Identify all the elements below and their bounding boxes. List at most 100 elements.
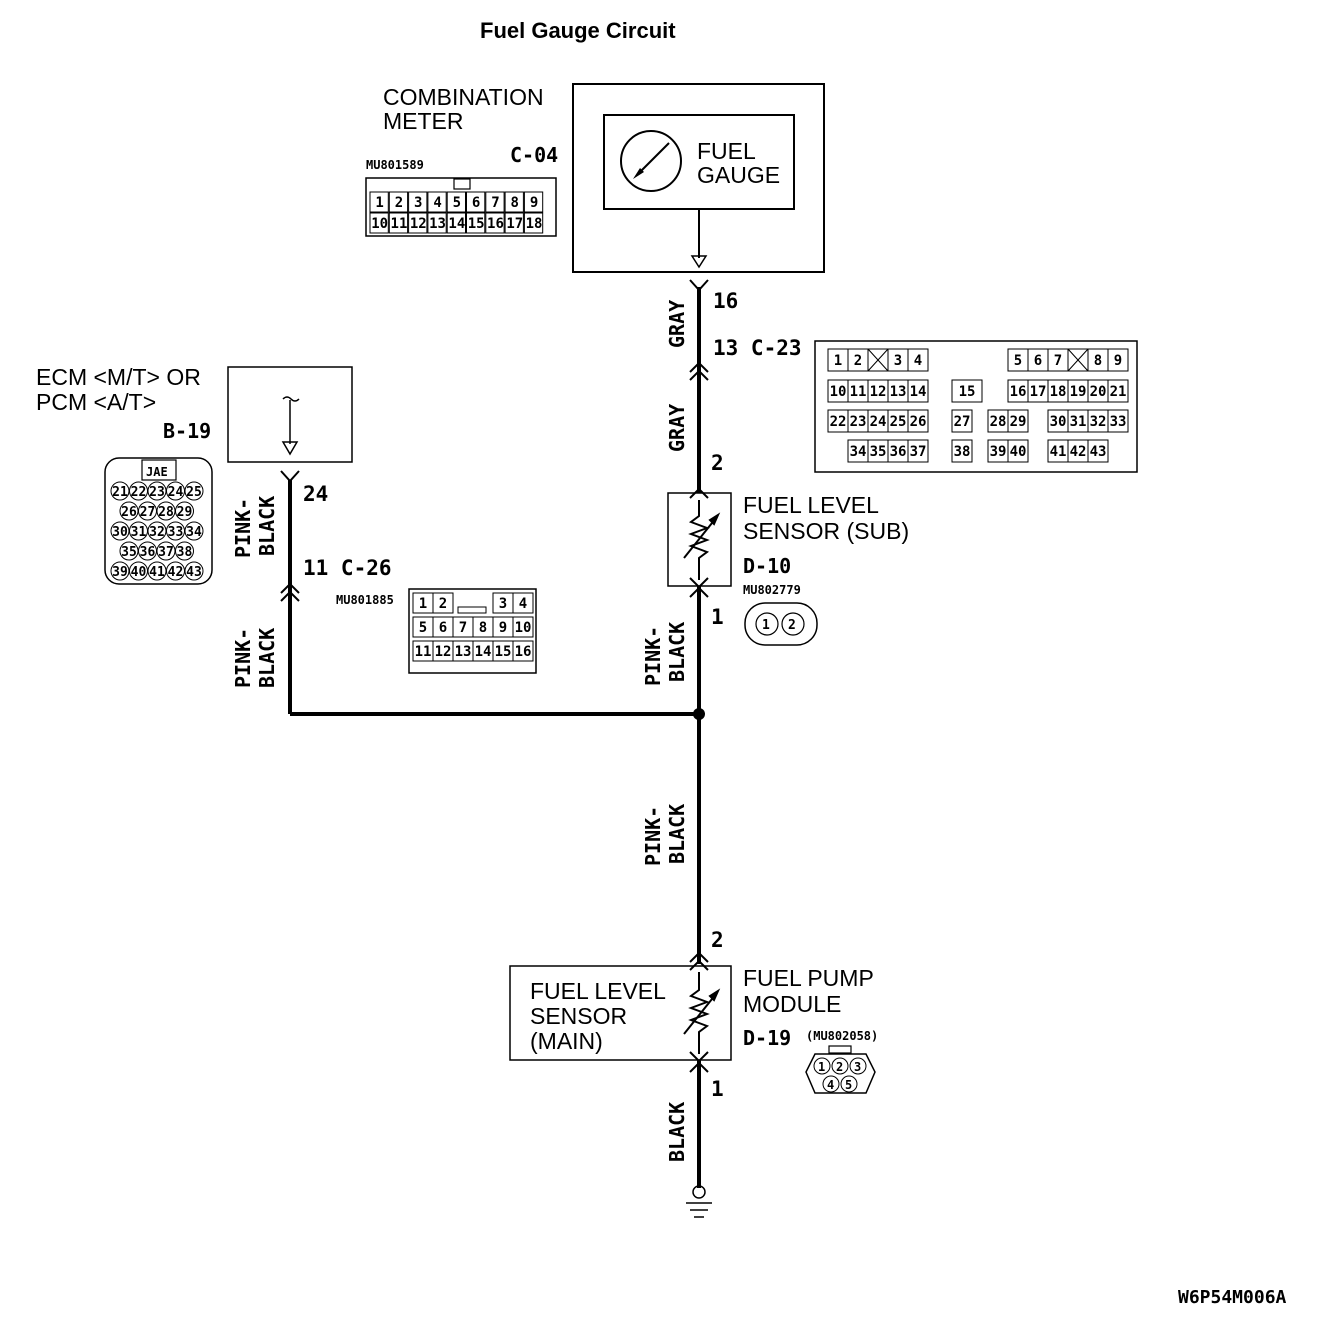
d19-pin-4: 4 <box>827 1078 834 1092</box>
c23-pin-number: 24 <box>870 414 887 430</box>
c23-pin-number: 34 <box>850 444 867 460</box>
c26-pin-number: 16 <box>515 644 532 660</box>
b19-pin-cell <box>175 541 194 561</box>
c04-pin-cell <box>408 212 428 234</box>
c26-pin-number: 1 <box>419 596 427 612</box>
sub-sensor-pin-1-label: 1 <box>711 605 724 629</box>
c23-pin-number: 1 <box>834 353 842 369</box>
c23-pin-cell <box>1107 348 1129 372</box>
c23-pin-number: 2 <box>854 353 862 369</box>
c23-pin-number: 27 <box>954 414 971 430</box>
c23-pin-number: 31 <box>1070 414 1087 430</box>
b19-pin-number: 30 <box>112 525 128 540</box>
fuel-pump-module: FUEL LEVEL SENSOR (MAIN) FUEL PUMP MODUL… <box>509 965 878 1094</box>
c04-pin-cell <box>388 191 409 213</box>
fuel-pump-module-label-1: FUEL PUMP <box>743 965 874 991</box>
c23-blank-cross <box>867 348 889 372</box>
sub-sensor-box <box>667 492 732 587</box>
connector-c04-part-no: MU801589 <box>366 158 424 172</box>
c04-pin-number: 18 <box>526 216 543 232</box>
c04-pin-number: 14 <box>448 216 465 232</box>
sub-sensor-label-1: FUEL LEVEL <box>743 492 879 518</box>
c04-pin-cell <box>369 191 389 213</box>
c04-pin-cell <box>466 191 486 213</box>
c23-pin-cell <box>907 379 929 403</box>
c04-pin-cell <box>446 191 467 213</box>
wire-black-label-ecm-lower: BLACK <box>255 628 279 688</box>
c04-pin-cell <box>369 212 389 234</box>
c23-pin-number: 35 <box>870 444 887 460</box>
c23-pin-number: 39 <box>990 444 1007 460</box>
c04-pin-number: 6 <box>472 195 480 211</box>
b19-pin-number: 37 <box>158 545 174 560</box>
c26-pin-cell <box>512 592 534 614</box>
connector-b19-label: B-19 <box>163 419 211 443</box>
connector-d10-face: 1 2 <box>744 602 818 646</box>
d19-pin-2: 2 <box>836 1060 843 1074</box>
c23-pin-number: 19 <box>1070 384 1087 400</box>
c26-pin-number: 10 <box>515 620 532 636</box>
c04-pin-number: 1 <box>375 195 383 211</box>
c04-pin-number: 16 <box>487 216 504 232</box>
diagram-title: Fuel Gauge Circuit <box>480 18 676 43</box>
b19-pin-number: 23 <box>149 485 165 500</box>
b19-pin-cell <box>184 561 204 581</box>
c04-pin-number: 3 <box>414 195 422 211</box>
b19-pin-number: 34 <box>186 525 202 540</box>
b19-pin-number: 31 <box>131 525 147 540</box>
ground-icon <box>686 1185 712 1218</box>
c04-pin-cell <box>446 212 467 234</box>
combination-meter-label-2: METER <box>383 108 464 134</box>
c04-pin-number: 5 <box>453 195 461 211</box>
c23-pin-number: 43 <box>1090 444 1107 460</box>
c23-pin-number: 18 <box>1050 384 1067 400</box>
c23-pin-number: 37 <box>910 444 927 460</box>
c04-pin-number: 7 <box>491 195 499 211</box>
b19-pin-number: 43 <box>186 565 202 580</box>
c23-pin-cell <box>1007 409 1029 433</box>
b19-pin-number: 39 <box>112 565 128 580</box>
variable-resistor-icon <box>683 500 721 580</box>
gauge-ground-arrow-icon <box>690 255 708 269</box>
wire-gray-lower: GRAY <box>665 404 689 452</box>
wire-color-labels: GRAY GRAY PINK- BLACK PINK- BLACK PINK- … <box>231 300 689 1162</box>
d19-pin-5: 5 <box>845 1078 852 1092</box>
ecm-box <box>227 366 353 463</box>
c26-pin-number: 12 <box>435 644 452 660</box>
c23-pin-number: 29 <box>1010 414 1027 430</box>
wire-black-label-sub: BLACK <box>665 622 689 682</box>
c23-pin-number: 16 <box>1010 384 1027 400</box>
c23-pin-cell <box>1107 379 1129 403</box>
b19-pin-number: 32 <box>149 525 165 540</box>
figure-code: W6P54M006A <box>1178 1287 1287 1308</box>
c23-pin-cell <box>1087 439 1109 463</box>
d19-pin-3: 3 <box>854 1060 861 1074</box>
c23-symbol-icon <box>689 361 709 373</box>
b19-pin-number: 33 <box>168 525 184 540</box>
c23-pin-cell <box>1007 439 1029 463</box>
c23-pin-number: 3 <box>894 353 902 369</box>
c26-pin-number: 14 <box>475 644 492 660</box>
c23-pin-cell <box>1107 409 1129 433</box>
d10-pin-2: 2 <box>788 618 796 633</box>
c26-pin-number: 7 <box>459 620 467 636</box>
b19-pin-number: 22 <box>131 485 147 500</box>
c23-pin-number: 22 <box>830 414 847 430</box>
connector-c26-label: 11 C-26 <box>303 556 392 580</box>
c04-pin-number: 4 <box>433 195 441 211</box>
wire-black-label-ground: BLACK <box>665 1102 689 1162</box>
b19-pin-number: 40 <box>131 565 147 580</box>
c04-pin-number: 9 <box>530 195 538 211</box>
c26-pin-number: 2 <box>439 596 447 612</box>
fuel-gauge-label-2: GAUGE <box>697 162 780 188</box>
c26-pin-cell <box>432 592 454 614</box>
fuel-gauge-label-1: FUEL <box>697 138 756 164</box>
c23-pin-number: 21 <box>1110 384 1127 400</box>
wire-black-label-ecm-upper: BLACK <box>255 496 279 556</box>
c23-pin-number: 36 <box>890 444 907 460</box>
variable-resistor-icon <box>683 972 721 1054</box>
b19-pin-number: 42 <box>168 565 184 580</box>
c23-pin-number: 15 <box>959 384 976 400</box>
c23-pin-number: 12 <box>870 384 887 400</box>
